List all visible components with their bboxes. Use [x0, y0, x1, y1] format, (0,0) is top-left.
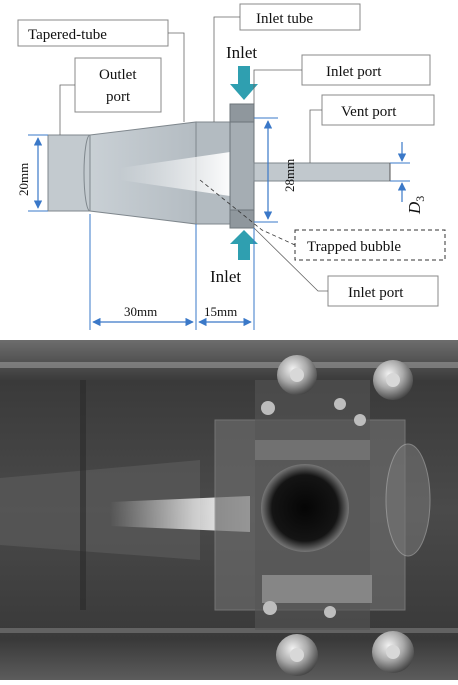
tapered-tube-label: Tapered-tube — [28, 27, 107, 43]
vent-port-label: Vent port — [341, 104, 397, 120]
dim-28mm-label: 28mm — [282, 159, 297, 192]
dim-15mm-label: 15mm — [204, 304, 237, 319]
inlet-port-top-label: Inlet port — [326, 64, 382, 80]
schematic: Inlet Inlet Tapered-tube Inlet tube Outl… — [16, 3, 446, 330]
inlet-port-top-box — [301, 54, 431, 86]
photograph — [0, 340, 458, 680]
inlet-port-cap-bottom — [229, 209, 255, 229]
outlet-port-label-2: port — [106, 89, 131, 105]
inlet-label-top: Inlet — [226, 43, 257, 62]
trapped-bubble-box — [294, 229, 446, 261]
photo-tapered-tube — [0, 460, 200, 560]
outlet-port-label-1: Outlet — [99, 67, 137, 83]
dim-d3-label: D3 — [405, 196, 427, 215]
outlet-port-body — [47, 134, 91, 212]
photo-vent-lens — [385, 443, 431, 557]
vent-port-box — [321, 94, 435, 126]
leader-lines — [59, 16, 328, 292]
outlet-port-box — [74, 57, 162, 113]
photo-central-hole — [261, 464, 349, 552]
jet-flow — [120, 152, 230, 196]
dim-30mm-label: 30mm — [124, 304, 157, 319]
inlet-tube-box — [239, 3, 361, 31]
inlet-arrow-top — [230, 66, 258, 100]
inlet-tube-label: Inlet tube — [256, 11, 313, 27]
inlet-port-bottom-box — [327, 275, 439, 307]
trapped-bubble-label: Trapped bubble — [307, 239, 401, 255]
vent-port-tube — [253, 162, 391, 182]
inlet-arrow-bottom — [230, 230, 258, 260]
inlet-port-cap-top — [229, 103, 255, 123]
inlet-port-block — [229, 103, 255, 229]
dim-20mm-label: 20mm — [16, 163, 31, 196]
dimensions: 20mm 28mm 30mm 15mm D3 — [16, 117, 427, 330]
inlet-port-bottom-label: Inlet port — [348, 285, 404, 301]
inlet-label-bottom: Inlet — [210, 267, 241, 286]
